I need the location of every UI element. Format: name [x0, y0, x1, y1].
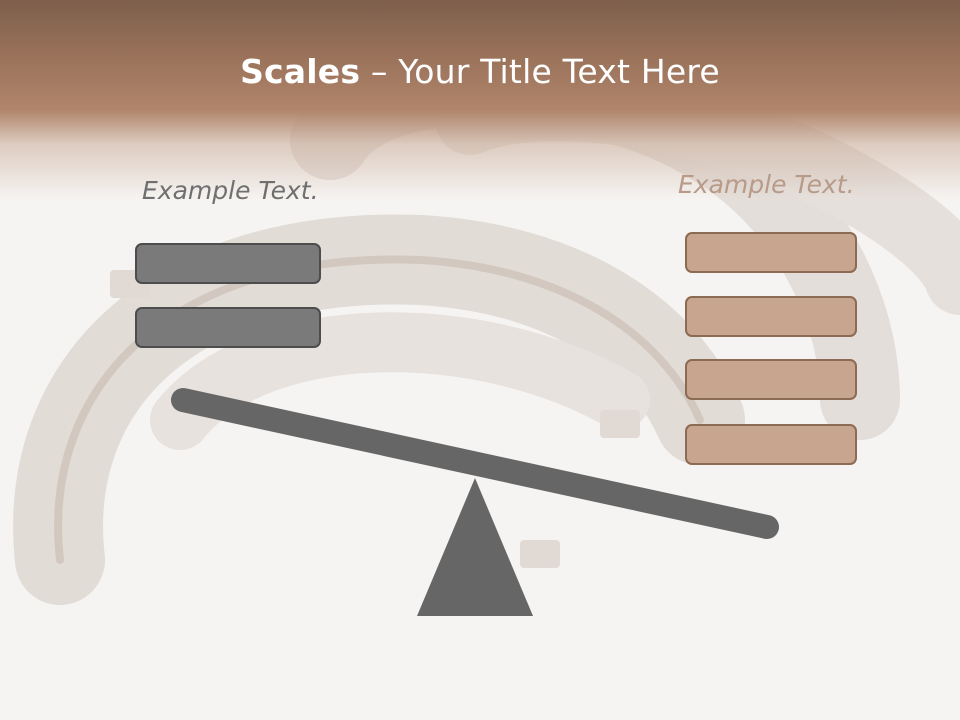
header-band — [0, 0, 960, 200]
left-label: Example Text. — [142, 176, 319, 205]
slide-title: Scales – Your Title Text Here — [0, 52, 960, 91]
right-label: Example Text. — [678, 170, 855, 199]
title-rest: – Your Title Text Here — [360, 52, 720, 91]
right-box-3[interactable] — [685, 359, 857, 400]
title-bold: Scales — [240, 52, 361, 91]
right-box-1[interactable] — [685, 232, 857, 273]
left-box-1[interactable] — [135, 243, 321, 284]
scale-fulcrum — [417, 478, 533, 616]
right-box-2[interactable] — [685, 296, 857, 337]
right-box-4[interactable] — [685, 424, 857, 465]
left-box-2[interactable] — [135, 307, 321, 348]
